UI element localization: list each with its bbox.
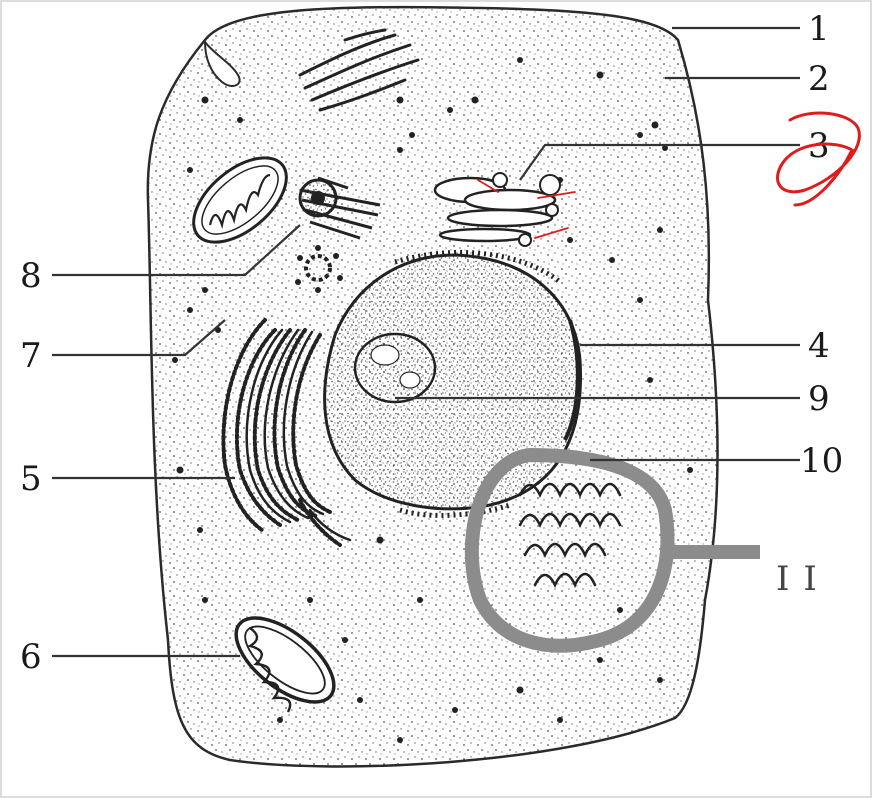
ribosome-cluster (295, 245, 343, 293)
golgi-apparatus (433, 172, 561, 247)
highlighted-mitochondrion (464, 447, 760, 653)
annotation-roman-numeral: II (776, 559, 831, 599)
mitochondrion-upper (192, 156, 288, 244)
cytoplasm-granules (172, 57, 693, 743)
label-4: 4 (808, 326, 830, 366)
rough-er (221, 318, 352, 547)
mitochondrion-lower (234, 616, 336, 713)
label-10: 10 (800, 441, 843, 481)
red-ink-annotations (477, 111, 861, 239)
label-2: 2 (808, 59, 830, 99)
label-5: 5 (20, 459, 42, 499)
centrosome (298, 176, 381, 240)
leader-lines (52, 26, 800, 658)
label-1: 1 (808, 9, 830, 49)
membrane-indentation (203, 39, 241, 87)
red-circle-around-3 (776, 111, 861, 207)
label-3: 3 (808, 126, 830, 166)
highlight-circle (464, 447, 675, 653)
label-6: 6 (20, 637, 42, 677)
nucleolus (353, 332, 437, 404)
er-stack-top (298, 28, 420, 112)
label-7: 7 (20, 336, 42, 376)
label-8: 8 (20, 256, 42, 296)
nucleus (323, 249, 583, 518)
label-9: 9 (808, 379, 830, 419)
